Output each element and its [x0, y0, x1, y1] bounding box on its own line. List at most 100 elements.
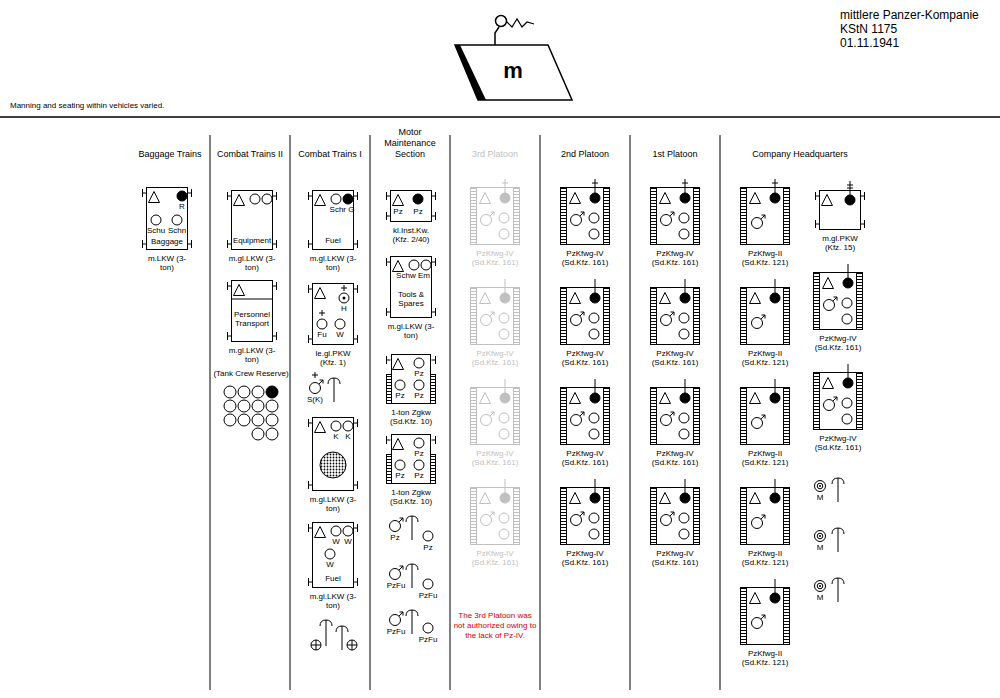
- seat-label: W: [343, 537, 353, 546]
- vehicle-caption: PzKfwg-IV (Sd.Kfz. 161): [645, 349, 705, 367]
- crew-figures: [311, 620, 357, 650]
- truck-icon: RSchuSchnBaggagem.LKW (3-ton): [142, 187, 192, 250]
- tank-icon: [813, 372, 863, 430]
- car-icon: HFuWle.gl.PKW (Kfz. 1): [308, 283, 358, 345]
- vehicle-caption: PzKfwg-II (Sd.Kfz. 121): [735, 449, 795, 467]
- vehicle-caption: PzKfwg-IV (Sd.Kfz. 161): [808, 334, 868, 352]
- tank-icon: PzKfwg-IV (Sd.Kfz. 161): [560, 387, 610, 445]
- truck-icon: Personnel Transportm.gl.LKW (3-ton): [227, 280, 277, 342]
- tank-icon: [560, 187, 610, 245]
- vehicle-caption: PzKfwg-II (Sd.Kfz. 121): [735, 649, 795, 667]
- seat-label: W: [324, 560, 336, 569]
- crew-figure: Pz: [386, 516, 426, 546]
- seat-label: Pz: [392, 391, 408, 400]
- vehicle-caption: m.gl.LKW (3-ton): [307, 254, 359, 272]
- tank-icon: PzKfwg-IV (Sd.Kfz. 161): [560, 487, 610, 545]
- vehicle-caption: PzKfwg-IV (Sd.Kfz. 161): [645, 449, 705, 467]
- vehicle-caption: 1-ton Zgkw (Sd.Kfz. 10): [385, 488, 437, 506]
- crew-figure: S(K): [306, 378, 346, 408]
- seat-label: Pz: [411, 391, 427, 400]
- truck-icon: Schr GFuelm.gl.LKW (3-ton): [308, 190, 358, 250]
- seat-label: Fuel: [312, 574, 354, 583]
- vehicle-caption: PzKfwg-IV (Sd.Kfz. 161): [555, 549, 615, 567]
- tank-icon: PzKfwg-II (Sd.Kfz. 121): [740, 587, 790, 645]
- tank-icon: [650, 387, 700, 445]
- seat-label: H: [338, 304, 350, 313]
- tank-icon: PzKfwg-II (Sd.Kfz. 121): [740, 287, 790, 345]
- column-heading: 2nd Platoon: [542, 149, 628, 160]
- tank-icon: PzKfwg-IV (Sd.Kfz. 161): [560, 187, 610, 245]
- crew-figure: PzFu: [386, 564, 426, 594]
- vehicle-caption: m.gl.LKW (3-ton): [226, 346, 278, 364]
- tank-icon: [470, 287, 520, 345]
- tank-icon: [740, 187, 790, 245]
- page-title: mittlere Panzer-Kompanie: [840, 8, 979, 22]
- tank-icon: PzKfwg-IV (Sd.Kfz. 161): [650, 287, 700, 345]
- crew-figure: PzFu: [418, 620, 442, 646]
- seat-label: M: [813, 593, 827, 602]
- vehicle-caption: PzKfwg-IV (Sd.Kfz. 161): [555, 349, 615, 367]
- seat-label: Personnel Transport: [231, 310, 273, 328]
- seat-label: Pz: [390, 207, 406, 216]
- tank-icon: PzKfwg-II (Sd.Kfz. 121): [740, 187, 790, 245]
- car-icon: PzPzkl.Inst.Kw. (Kfz. 2/40): [386, 190, 436, 222]
- seat-label: Baggage: [146, 237, 188, 246]
- note-text: The 3rd Platoon was not authorized owing…: [452, 611, 538, 641]
- seat-label: K: [343, 432, 353, 441]
- tank-icon: PzKfwg-IV (Sd.Kfz. 161): [470, 487, 520, 545]
- tank-icon: [560, 287, 610, 345]
- date-label: 01.11.1941: [840, 36, 899, 50]
- vehicle-caption: m.gl.PKW (Kfz. 15): [815, 234, 865, 252]
- seat-label: PzFu: [384, 627, 408, 636]
- seat-label: PzFu: [416, 591, 440, 600]
- vehicle-caption: PzKfwg-IV (Sd.Kfz. 161): [808, 434, 868, 452]
- column-heading: Baggage Trains: [131, 149, 209, 160]
- tank-icon: [470, 387, 520, 445]
- vehicle-caption: PzKfwg-IV (Sd.Kfz. 161): [555, 449, 615, 467]
- tank-icon: [650, 287, 700, 345]
- truck-icon: KKm.gl.LKW (3-ton): [308, 417, 358, 491]
- column-heading: 3rd Platoon: [452, 149, 538, 160]
- seat-label: W: [331, 537, 341, 546]
- tank-icon: [740, 287, 790, 345]
- truck-icon: [308, 417, 358, 491]
- tank-icon: [740, 587, 790, 645]
- vehicle-caption: 1-ton Zgkw (Sd.Kfz. 10): [385, 408, 437, 426]
- seat-label: K: [331, 432, 341, 441]
- vehicle-caption: m.gl.LKW (3-ton): [307, 592, 359, 610]
- unit-symbol: m: [448, 12, 578, 104]
- document-number: KStN 1175: [840, 22, 897, 36]
- truck-icon: WWWFuelm.gl.LKW (3-ton): [308, 522, 358, 588]
- seat-label: Equipment: [231, 236, 273, 245]
- truck-icon: Equipmentm.gl.LKW (3-ton): [227, 190, 277, 250]
- seat-label: Pz: [410, 207, 426, 216]
- crew-figure: M: [812, 578, 852, 608]
- halftrack-icon: [386, 354, 436, 404]
- car-icon: [386, 190, 436, 222]
- reserve-crew: [224, 386, 278, 440]
- crew-figure: M: [812, 478, 852, 508]
- seat-label: PzFu: [384, 581, 408, 590]
- vehicle-caption: m.gl.LKW (3-ton): [385, 322, 437, 340]
- tank-icon: [740, 487, 790, 545]
- tank-icon: [813, 272, 863, 330]
- group-label: (Tank Crew Reserve): [211, 369, 291, 379]
- seat-label: Schr G: [328, 205, 356, 214]
- seat-label: PzFu: [416, 635, 440, 644]
- vehicle-caption: PzKfwg-IV (Sd.Kfz. 161): [645, 249, 705, 267]
- halftrack-icon: PzPzPz1-ton Zgkw (Sd.Kfz. 10): [386, 434, 436, 484]
- vehicle-caption: PzKfwg-IV (Sd.Kfz. 161): [465, 549, 525, 567]
- vehicle-caption: m.gl.LKW (3-ton): [226, 254, 278, 272]
- vehicle-caption: PzKfwg-IV (Sd.Kfz. 161): [465, 249, 525, 267]
- tank-icon: [650, 487, 700, 545]
- tank-icon: [740, 387, 790, 445]
- seat-label: Fu: [314, 330, 330, 339]
- tank-icon: PzKfwg-IV (Sd.Kfz. 161): [813, 372, 863, 430]
- column-heading: 1st Platoon: [632, 149, 718, 160]
- vehicle-caption: kl.Inst.Kw. (Kfz. 2/40): [385, 226, 437, 244]
- seat-label: Pz: [411, 449, 427, 458]
- vehicle-caption: PzKfwg-II (Sd.Kfz. 121): [735, 249, 795, 267]
- tank-icon: PzKfwg-IV (Sd.Kfz. 161): [813, 272, 863, 330]
- seat-label: R: [176, 202, 188, 211]
- car-icon: [308, 283, 358, 345]
